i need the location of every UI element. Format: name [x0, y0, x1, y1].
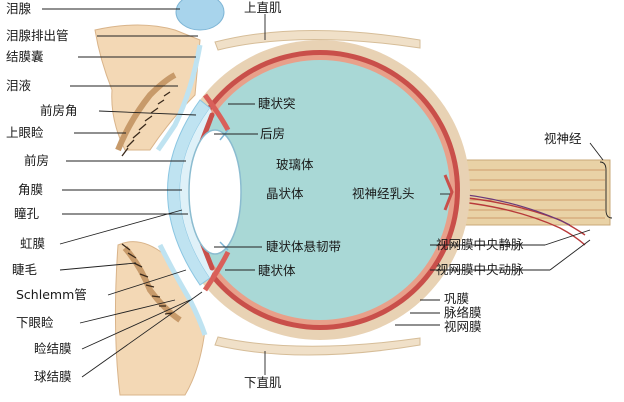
lens: [188, 129, 242, 255]
label-upper-eyelid: 上眼睑: [6, 125, 44, 140]
label-central-retinal-artery: 视网膜中央动脉: [436, 262, 524, 277]
upper-eyelid-margin: [115, 72, 177, 152]
upper-eyelid-tissue: [94, 24, 201, 151]
label-lacrimal-gland: 泪腺: [6, 1, 32, 16]
label-inferior-rectus: 下直肌: [244, 375, 282, 390]
superior-rectus-muscle: [214, 29, 421, 51]
label-optic-disc: 视神经乳头: [352, 186, 415, 201]
ciliary-body-upper: [202, 93, 231, 132]
label-retina: 视网膜: [444, 319, 482, 334]
lower-eyelashes: [121, 243, 173, 315]
label-lower-eyelid: 下眼睑: [16, 315, 54, 330]
upper-eyelashes: [121, 91, 171, 157]
label-iris: 虹膜: [20, 236, 46, 251]
ciliary-body-lower: [202, 250, 231, 292]
label-anterior-chamber: 前房: [24, 153, 50, 168]
label-conjunctival-sac: 结膜囊: [6, 49, 44, 64]
label-tears: 泪液: [6, 78, 32, 93]
anterior-chamber: [180, 108, 214, 278]
label-posterior-chamber: 后房: [260, 126, 286, 141]
lacrimal-gland: [175, 0, 225, 31]
label-schlemm-canal: Schlemm管: [16, 287, 87, 302]
lower-eyelid-tissue: [114, 241, 206, 396]
label-pupil: 瞳孔: [14, 206, 40, 221]
zonule-fibers: [219, 129, 229, 251]
label-choroid: 脉络膜: [444, 305, 482, 320]
label-palpebral-conjunctiva: 睑结膜: [34, 341, 72, 356]
label-lacrimal-duct: 泪腺排出管: [6, 28, 69, 43]
label-central-retinal-vein: 视网膜中央静脉: [436, 237, 524, 252]
label-ciliary-body: 睫状体: [258, 263, 296, 278]
inferior-rectus-muscle: [214, 336, 421, 356]
label-eyelash: 睫毛: [12, 262, 38, 277]
label-vitreous-body: 玻璃体: [276, 157, 314, 172]
leader-lines: [42, 8, 613, 378]
label-sclera: 巩膜: [444, 291, 470, 306]
label-anterior-chamber-angle: 前房角: [40, 103, 78, 118]
optic-disc: [443, 174, 454, 211]
vitreous-body: [190, 60, 450, 320]
label-bulbar-conjunctiva: 球结膜: [34, 369, 72, 384]
label-superior-rectus: 上直肌: [244, 0, 282, 15]
label-optic-nerve: 视神经: [544, 131, 582, 146]
label-cornea: 角膜: [18, 182, 44, 197]
label-zonule: 睫状体悬韧带: [266, 239, 342, 254]
conjunctival-sac: [155, 44, 203, 152]
label-ciliary-process: 睫状突: [258, 96, 296, 111]
label-lens: 晶状体: [266, 186, 304, 201]
optic-nerve-fibers: [440, 169, 605, 219]
